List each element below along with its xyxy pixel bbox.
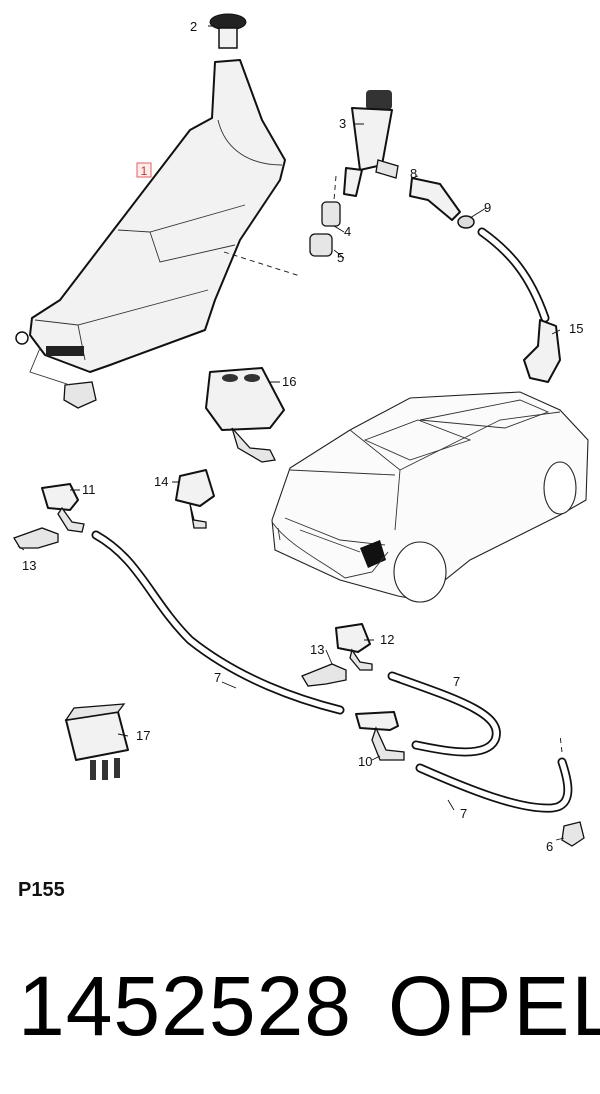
pump-seal [309,233,333,257]
plate-code: P155 [18,879,65,901]
washer-pump [343,90,399,197]
callout-9: 9 [484,200,491,215]
callout-13-right: 13 [310,642,324,657]
part-number: 1452528 [18,959,353,1053]
callout-15: 15 [569,321,583,336]
callout-12: 12 [380,632,394,647]
angled-fitting [523,319,561,383]
washer-hose-long [91,530,345,715]
callout-4: 4 [344,224,351,239]
hose-clamp [457,215,475,229]
callout-7-lower: 7 [460,806,467,821]
callout-5: 5 [337,250,344,265]
washer-reservoir [15,59,286,373]
headlamp-washer-nozzle [205,367,285,463]
car-illustration [271,391,589,603]
callout-7-right: 7 [453,674,460,689]
callout-6: 6 [546,839,553,854]
hose-connector [409,177,461,221]
callout-3: 3 [339,116,346,131]
callout-16: 16 [282,374,296,389]
callout-1: 1 [141,164,148,178]
mounting-clip-right [301,663,347,687]
washer-relay [64,703,129,780]
callout-14: 14 [154,474,168,489]
mounting-clip-left [13,527,59,549]
callout-8: 8 [410,166,417,181]
brand-name: OPEL [388,959,600,1053]
washer-hose-right-upper [387,671,501,757]
parts-diagram: 1 2 3 4 5 6 7 7 7 8 9 10 11 12 13 13 14 … [13,13,589,854]
callout-17: 17 [136,728,150,743]
washer-hose-right-lower [415,734,573,813]
t-connector [355,711,405,761]
hose-upper [477,227,550,323]
callout-10: 10 [358,754,372,769]
washer-nozzle-left [41,483,85,533]
washer-nozzle-mid [175,469,215,529]
pump-grommet [321,201,341,227]
filler-cap [209,13,247,49]
callout-11: 11 [82,482,96,497]
callout-2: 2 [190,19,197,34]
reservoir-screw [29,347,97,409]
callout-13-left: 13 [22,558,36,573]
hose-clip [561,821,585,847]
callout-7-left: 7 [214,670,221,685]
washer-nozzle-right [335,623,373,671]
